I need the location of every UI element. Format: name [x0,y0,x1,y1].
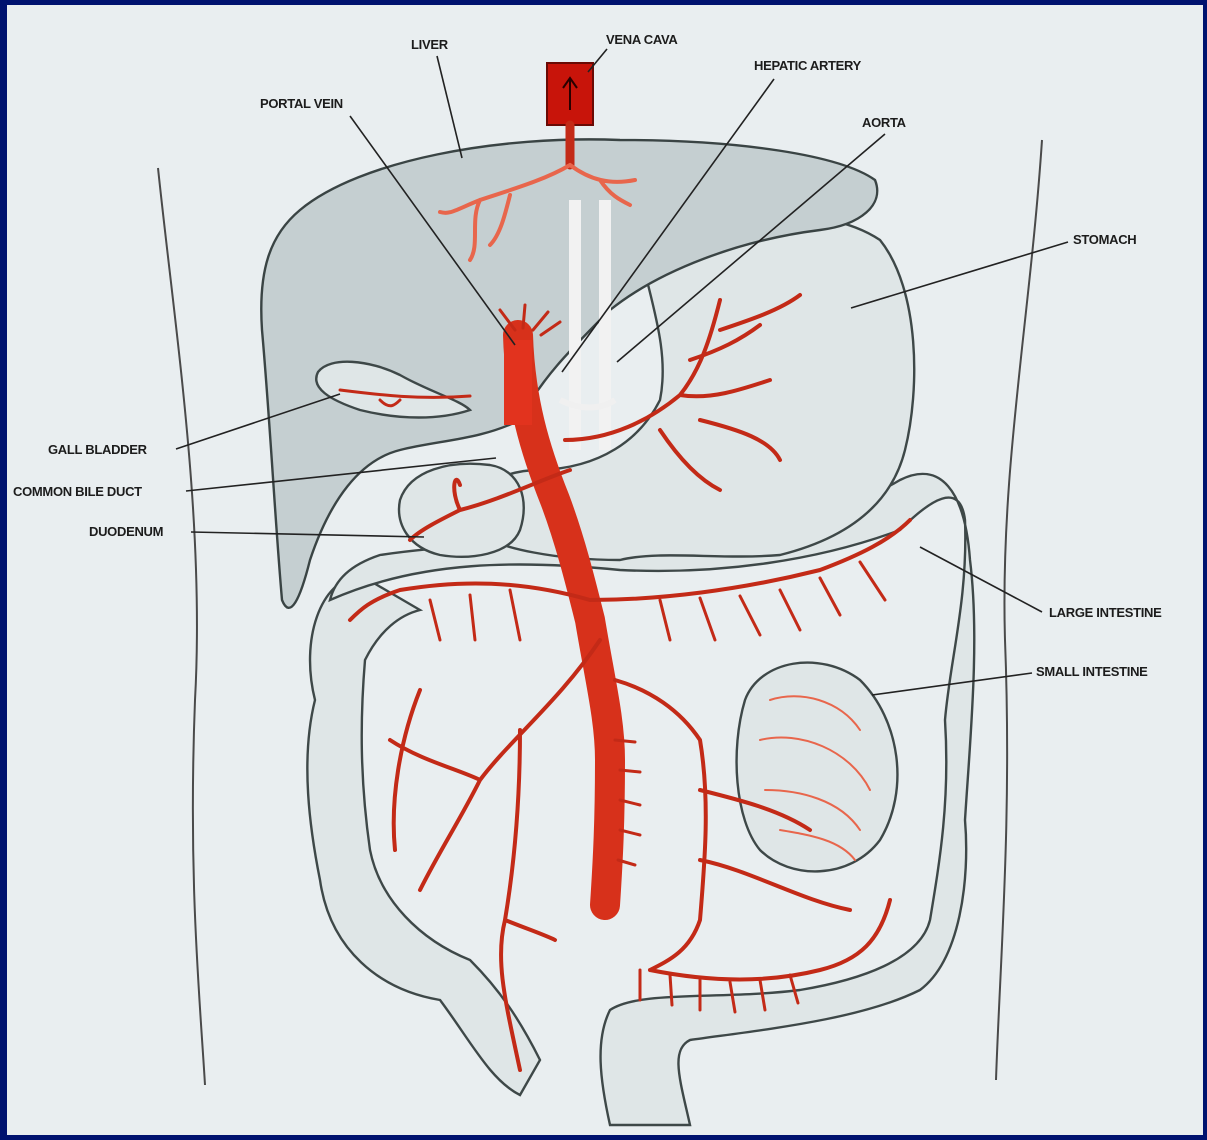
label-common-bile-duct: COMMON BILE DUCT [13,484,142,499]
label-stomach: STOMACH [1073,232,1136,247]
label-duodenum: DUODENUM [89,524,163,539]
small-intestine [737,663,898,872]
label-large-intestine: LARGE INTESTINE [1049,605,1162,620]
label-aorta: AORTA [862,115,907,130]
label-vena-cava: VENA CAVA [606,32,678,47]
label-portal-vein: PORTAL VEIN [260,96,343,111]
leader-large-intestine [920,547,1042,612]
label-gall-bladder: GALL BLADDER [48,442,148,457]
label-liver: LIVER [411,37,449,52]
leader-liver [437,56,462,158]
label-hepatic-artery: HEPATIC ARTERY [754,58,862,73]
label-small-intestine: SMALL INTESTINE [1036,664,1148,679]
leader-vena-cava [588,49,607,72]
